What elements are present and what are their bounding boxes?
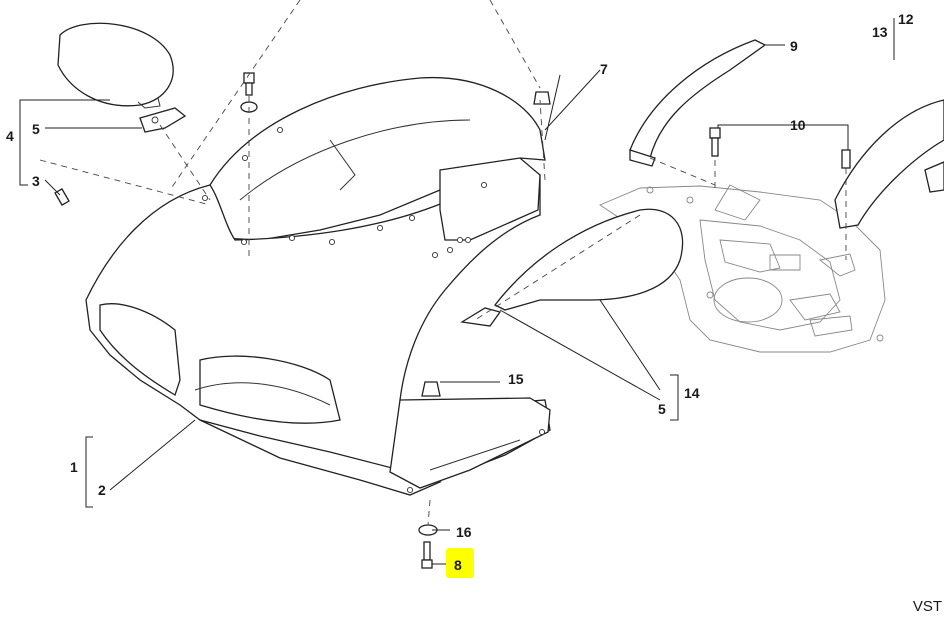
brace-9 xyxy=(629,39,767,167)
side-panel-13 xyxy=(834,99,944,229)
callout-12: 12 xyxy=(898,11,914,27)
windscreen xyxy=(209,76,546,241)
callout-1: 1 xyxy=(70,459,78,475)
leader-lines xyxy=(19,18,895,565)
callout-9: 9 xyxy=(790,38,798,54)
callout-7: 7 xyxy=(600,61,608,77)
callout-3: 3 xyxy=(32,173,40,189)
callout-14: 14 xyxy=(684,385,700,401)
callout-2: 2 xyxy=(98,482,106,498)
callout-13: 13 xyxy=(872,24,888,40)
callout-5-top: 5 xyxy=(32,121,40,137)
callout-4: 4 xyxy=(6,128,14,144)
callout-10: 10 xyxy=(790,117,806,133)
mirror-left xyxy=(54,22,187,206)
callout-16: 16 xyxy=(456,524,472,540)
upper-fairing xyxy=(85,126,551,496)
mirror-right xyxy=(460,208,684,327)
callout-labels: 4 5 3 7 9 10 12 13 15 14 5 1 2 16 8 xyxy=(6,11,914,573)
callout-15: 15 xyxy=(508,371,524,387)
callout-8-highlight xyxy=(446,548,474,578)
assembly-lines xyxy=(39,0,847,526)
callout-8: 8 xyxy=(454,557,462,573)
callout-5-bottom: 5 xyxy=(658,401,666,417)
diagram-code: VST xyxy=(912,598,942,615)
